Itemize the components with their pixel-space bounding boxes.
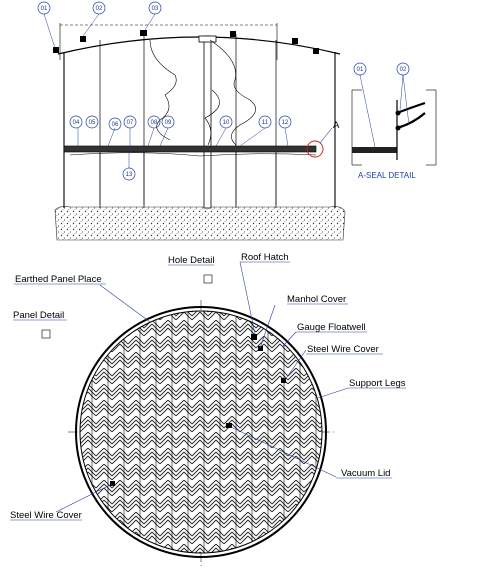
support-legs-label: Support Legs	[349, 378, 406, 389]
callout-08: 08	[151, 120, 158, 126]
callout-06: 06	[112, 122, 119, 128]
vacuum-lid-marker	[226, 423, 232, 428]
callout-11: 11	[262, 120, 269, 126]
vacuum-lid-label: Vacuum Lid	[341, 468, 390, 479]
callout-01: 01	[41, 6, 48, 12]
callout-02: 02	[96, 6, 103, 12]
plan-view: Hole Detail Roof Hatch Earthed Panel Pla…	[10, 252, 406, 566]
seal-detail: 01 02 A-SEAL DETAIL	[351, 62, 437, 180]
hole-detail-label: Hole Detail	[168, 255, 214, 266]
manhol-cover-label: Manhol Cover	[287, 294, 346, 305]
label-underlines	[10, 261, 406, 521]
seal-callout-01: 01	[357, 67, 364, 73]
seal-detail-title: A-SEAL DETAIL	[358, 171, 416, 180]
roof-hatch-label: Roof Hatch	[241, 252, 289, 263]
callout-07: 07	[127, 120, 134, 126]
seal-callout-02: 02	[400, 67, 407, 73]
foundation-gravel	[54, 206, 346, 241]
steel-wire-cover-left-label: Steel Wire Cover	[10, 510, 82, 521]
callout-04: 04	[73, 120, 80, 126]
manhole-marker	[258, 346, 263, 351]
callout-12: 12	[282, 120, 289, 126]
side-callouts: 01 02 03 04 05 06 07 08 09	[37, 1, 292, 181]
callout-13: 13	[126, 172, 133, 178]
callout-03: 03	[152, 6, 159, 12]
hole-detail-box	[203, 274, 213, 284]
floating-deck	[63, 145, 317, 153]
tank-outer-rim	[75, 306, 327, 558]
roof-fittings	[53, 30, 319, 54]
gauge-floatwell-label: Gauge Floatwell	[297, 322, 366, 333]
callout-09: 09	[165, 120, 172, 126]
tank-inner-rim	[79, 310, 323, 554]
side-elevation: A 01 02 03 04 05 06 07 08	[37, 1, 346, 241]
roof-hatch-marker	[251, 334, 257, 340]
panel-detail-label: Panel Detail	[13, 310, 64, 321]
callout-05: 05	[89, 120, 96, 126]
panel-detail-box	[41, 329, 51, 339]
steel-wire-cover-right-label: Steel Wire Cover	[307, 344, 379, 355]
section-a-circle	[306, 140, 324, 158]
seal-plate	[352, 147, 397, 153]
earthed-panel-place-label: Earthed Panel Place	[15, 274, 102, 285]
section-a-label: A	[333, 120, 340, 131]
callout-10: 10	[223, 120, 230, 126]
wire-path	[149, 39, 177, 141]
